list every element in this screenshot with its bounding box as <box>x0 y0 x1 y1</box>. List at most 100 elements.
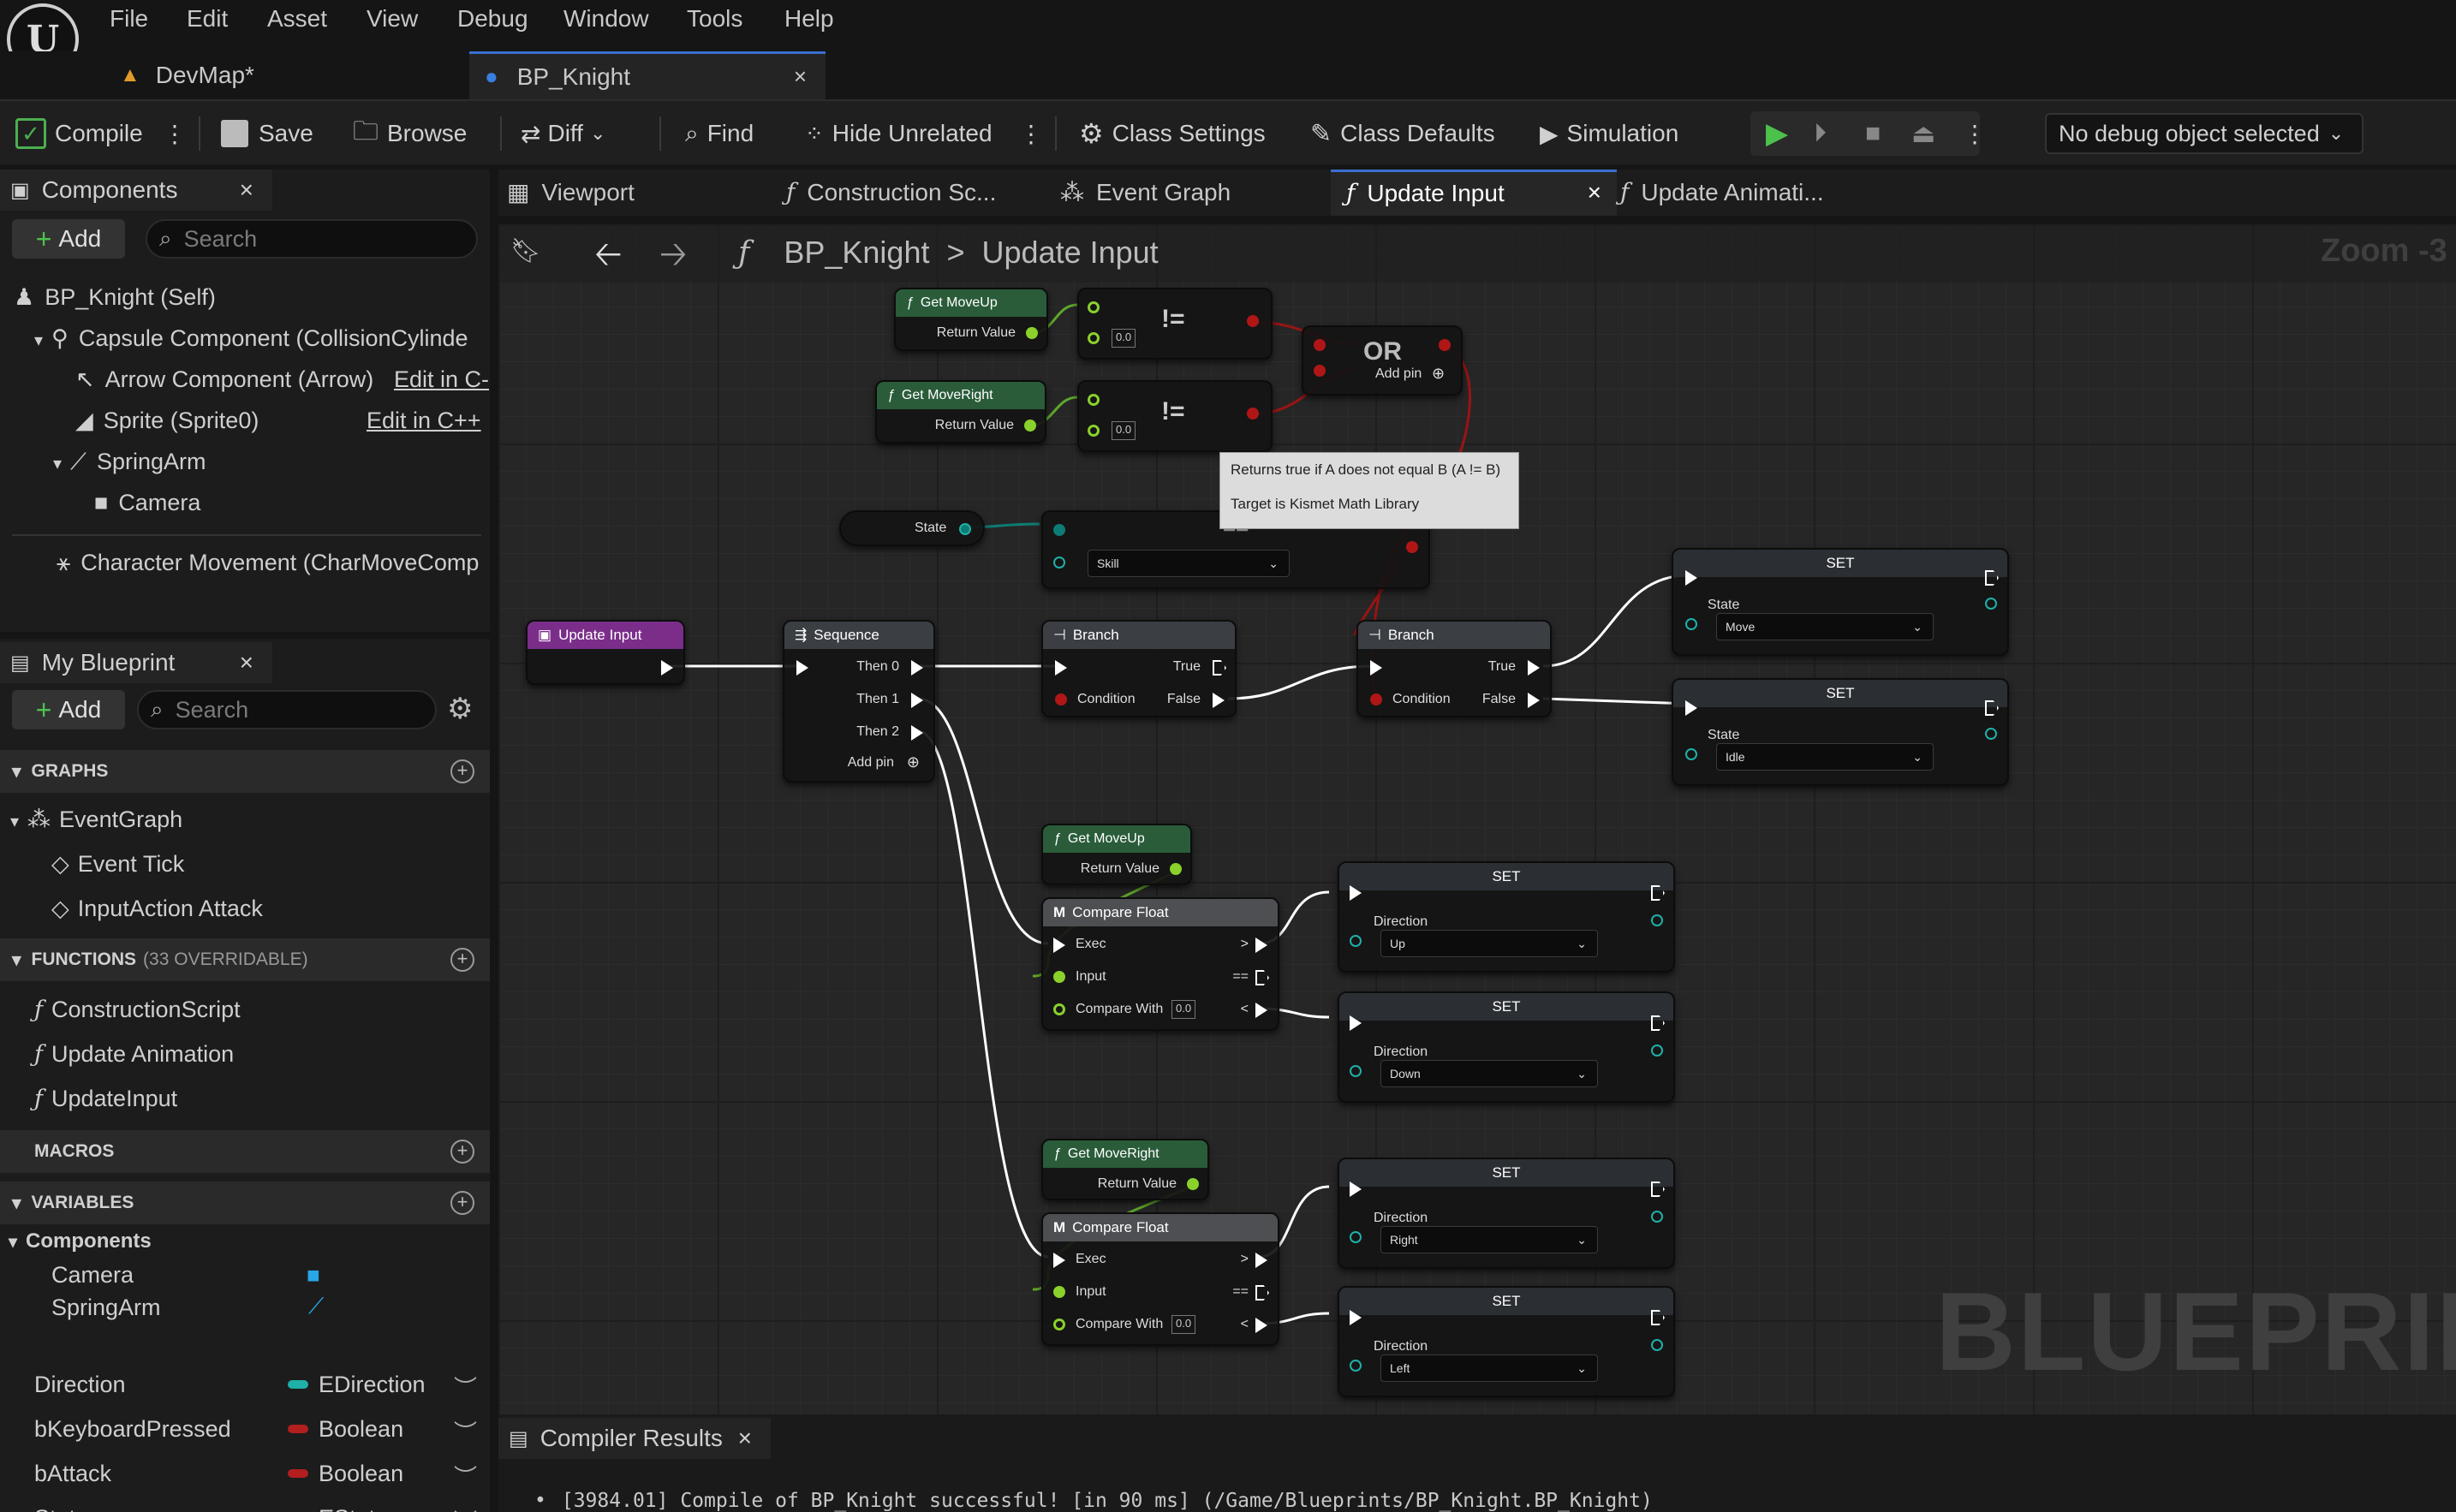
add-variable-icon[interactable]: + <box>450 1191 474 1215</box>
float-pin[interactable] <box>1088 394 1100 406</box>
float-pin[interactable] <box>1187 1178 1199 1190</box>
enum-pin[interactable] <box>959 523 971 535</box>
exec-pin[interactable] <box>1255 970 1269 985</box>
exec-pin[interactable] <box>661 660 673 676</box>
class-settings-button[interactable]: ⚙ Class Settings <box>1079 115 1266 152</box>
add-component-button[interactable]: + Add <box>12 219 125 259</box>
bool-pin[interactable] <box>1406 541 1418 553</box>
menu-edit[interactable]: Edit <box>187 5 229 32</box>
my-blueprint-search-input[interactable]: ⌕ Search <box>137 690 437 729</box>
compile-options-icon[interactable]: ⋮ <box>163 120 187 147</box>
exec-pin[interactable] <box>796 660 808 676</box>
enum-pin[interactable] <box>1685 748 1697 760</box>
exec-pin[interactable] <box>911 725 923 741</box>
eye-icon[interactable]: ︶ <box>454 1420 477 1446</box>
float-pin[interactable] <box>1088 332 1100 344</box>
variable-row[interactable]: StateEState︶ <box>34 1505 480 1512</box>
add-pin-icon[interactable]: ⊕ <box>1432 365 1446 382</box>
bool-pin[interactable] <box>1314 365 1326 377</box>
close-icon[interactable]: × <box>737 1425 752 1451</box>
component-character-movement[interactable]: ⚹Character Movement (CharMoveComp <box>57 550 479 577</box>
float-pin[interactable] <box>1088 425 1100 437</box>
enum-pin[interactable] <box>1985 728 1997 740</box>
play-options-icon[interactable]: ⋮ <box>1963 120 1987 147</box>
exec-pin[interactable] <box>1370 660 1382 676</box>
exec-pin[interactable] <box>1350 1015 1362 1031</box>
my-blueprint-tab[interactable]: ▤ My Blueprint × <box>0 642 272 683</box>
step-icon[interactable]: ⏵ <box>1814 119 1827 147</box>
exec-pin[interactable] <box>1685 570 1697 586</box>
enum-pin[interactable] <box>1651 1045 1663 1057</box>
menu-tools[interactable]: Tools <box>687 5 743 32</box>
exec-pin[interactable] <box>1651 1015 1665 1031</box>
value-box[interactable]: 0.0 <box>1171 1315 1196 1334</box>
tab-viewport[interactable]: ▦Viewport <box>507 178 635 206</box>
add-pin-icon[interactable]: ⊕ <box>906 753 920 771</box>
exec-pin[interactable] <box>1053 1253 1065 1268</box>
macros-header[interactable]: MACROS <box>0 1130 490 1173</box>
graph-inputaction-attack[interactable]: ◇InputAction Attack <box>51 896 263 922</box>
node-set-direction-down[interactable]: SET Direction Down⌄ <box>1338 991 1675 1103</box>
direction-select[interactable]: Left⌄ <box>1380 1354 1598 1382</box>
exec-pin[interactable] <box>911 660 923 676</box>
state-select[interactable]: Move⌄ <box>1716 613 1934 640</box>
exec-pin[interactable] <box>1985 570 1999 586</box>
state-select[interactable]: Idle⌄ <box>1716 743 1934 771</box>
bool-pin[interactable] <box>1439 339 1451 351</box>
enum-pin[interactable] <box>1053 524 1065 536</box>
close-icon[interactable]: × <box>239 649 253 676</box>
close-icon[interactable]: × <box>239 176 253 203</box>
component-sprite[interactable]: ◢Sprite (Sprite0) <box>75 408 259 434</box>
float-pin[interactable] <box>1053 971 1065 983</box>
exec-pin[interactable] <box>1055 660 1067 676</box>
float-pin[interactable] <box>1170 863 1182 875</box>
exec-pin[interactable] <box>1255 1253 1267 1268</box>
enum-select[interactable]: Skill⌄ <box>1088 550 1290 577</box>
exec-pin[interactable] <box>1528 693 1540 708</box>
stop-icon[interactable]: ■ <box>1865 119 1881 147</box>
graph-eventgraph[interactable]: ▾⁂EventGraph <box>10 807 182 833</box>
var-camera[interactable]: Camera <box>51 1262 134 1289</box>
enum-pin[interactable] <box>1651 1339 1663 1351</box>
direction-select[interactable]: Down⌄ <box>1380 1060 1598 1087</box>
close-icon[interactable]: × <box>1587 179 1601 205</box>
node-not-equal-1[interactable]: 0.0 != <box>1077 288 1273 360</box>
exec-pin[interactable] <box>1255 1318 1267 1333</box>
float-pin[interactable] <box>1053 1319 1065 1330</box>
node-update-input-entry[interactable]: ▣Update Input <box>526 620 685 685</box>
enum-pin[interactable] <box>1350 1065 1362 1077</box>
eye-icon[interactable]: ︶ <box>454 1376 477 1402</box>
exec-pin[interactable] <box>1350 885 1362 901</box>
enum-pin[interactable] <box>1651 1211 1663 1223</box>
exec-pin[interactable] <box>1651 885 1665 901</box>
enum-pin[interactable] <box>1651 914 1663 926</box>
node-sequence[interactable]: ⇶Sequence Then 0 Then 1 Then 2 Add pin ⊕ <box>783 620 935 783</box>
eye-icon[interactable]: ︶ <box>454 1465 477 1491</box>
hide-unrelated-button[interactable]: ⁘ Hide Unrelated <box>805 115 993 152</box>
float-pin[interactable] <box>1026 327 1038 339</box>
bool-pin[interactable] <box>1247 408 1259 420</box>
functions-header[interactable]: ▾FUNCTIONS(33 OVERRIDABLE) <box>0 938 490 981</box>
exec-pin[interactable] <box>1350 1310 1362 1325</box>
components-group[interactable]: ▾Components <box>9 1229 152 1253</box>
exec-pin[interactable] <box>1528 660 1540 676</box>
node-set-state-move[interactable]: SET State Move⌄ <box>1672 548 2009 656</box>
value-box[interactable]: 0.0 <box>1112 329 1136 348</box>
node-get-state[interactable]: State <box>839 510 985 546</box>
tab-event-graph[interactable]: ⁂Event Graph <box>1060 178 1231 206</box>
node-branch-1[interactable]: ⊣Branch True Condition False <box>1041 620 1237 717</box>
menu-debug[interactable]: Debug <box>457 5 528 32</box>
compiler-results-tab[interactable]: ▤ Compiler Results × <box>498 1418 771 1459</box>
browse-button[interactable]: 🗀 Browse <box>353 115 467 152</box>
enum-pin[interactable] <box>1350 935 1362 947</box>
node-set-direction-right[interactable]: SET Direction Right⌄ <box>1338 1158 1675 1269</box>
component-springarm[interactable]: ▾⟋SpringArm <box>53 449 206 476</box>
enum-pin[interactable] <box>1053 557 1065 568</box>
